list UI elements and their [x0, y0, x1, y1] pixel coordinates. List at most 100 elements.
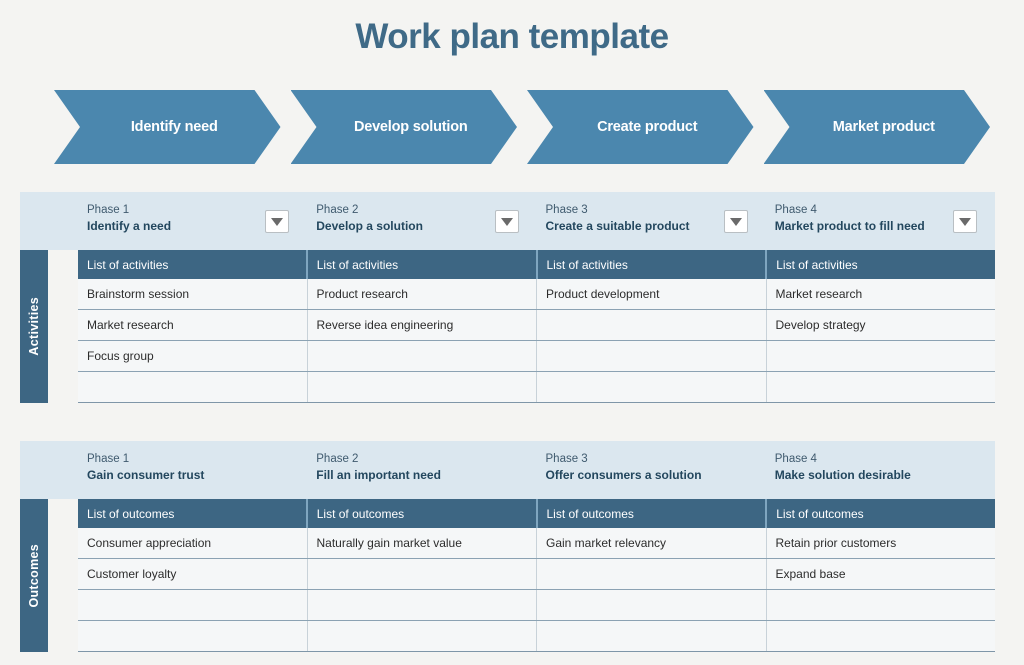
chevron-down-icon[interactable] — [723, 210, 748, 233]
activities-side-label: Activities — [20, 250, 48, 403]
phase-name: Identify a need — [87, 219, 172, 233]
table-cell[interactable]: Focus group — [78, 341, 308, 371]
table-row[interactable]: Market research Reverse idea engineering… — [78, 310, 995, 341]
phase-number: Phase 1 — [87, 453, 130, 465]
table-row[interactable] — [78, 621, 995, 652]
table-cell[interactable]: Customer loyalty — [78, 559, 308, 589]
phase-cell-3: Phase 3 Offer consumers a solution — [537, 441, 766, 499]
phase-name: Gain consumer trust — [87, 468, 205, 482]
outcomes-side-label: Outcomes — [20, 499, 48, 652]
chevron-down-icon[interactable] — [265, 210, 290, 233]
table-cell[interactable] — [78, 590, 308, 620]
table-cell[interactable]: Gain market relevancy — [537, 528, 767, 558]
process-step-label: Develop solution — [353, 119, 468, 135]
phase-cell-2: Phase 2 Develop a solution — [307, 192, 536, 250]
process-step-label: Identify need — [130, 119, 218, 135]
phase-cell-4: Phase 4 Market product to fill need — [766, 192, 995, 250]
phase-name: Make solution desirable — [774, 468, 911, 482]
table-cell[interactable]: Naturally gain market value — [308, 528, 537, 558]
phase-number: Phase 3 — [545, 453, 588, 465]
table-cell[interactable]: Expand base — [775, 567, 846, 581]
table-row[interactable]: Consumer appreciation Naturally gain mar… — [78, 528, 995, 559]
table-cell[interactable] — [308, 621, 537, 651]
table-row[interactable]: Brainstorm session Product research Prod… — [78, 279, 995, 310]
chevron-down-icon[interactable] — [494, 210, 519, 233]
table-cell[interactable] — [537, 590, 767, 620]
column-header: List of outcomes — [538, 499, 768, 528]
table-cell[interactable] — [537, 310, 767, 340]
phase-number: Phase 4 — [774, 453, 817, 465]
table-cell[interactable] — [767, 372, 996, 402]
process-step-1[interactable]: Identify need — [54, 90, 281, 164]
outcomes-phase-header: Phase 1 Gain consumer trust Phase 2 Fill… — [20, 441, 995, 499]
table-row[interactable] — [78, 590, 995, 621]
table-cell[interactable] — [308, 372, 537, 402]
table-cell[interactable] — [537, 372, 767, 402]
column-header: List of activities — [78, 250, 308, 279]
table-cell[interactable] — [537, 559, 767, 589]
table-cell[interactable] — [767, 590, 996, 620]
phase-name: Market product to fill need — [774, 219, 925, 233]
side-label-text: Activities — [27, 297, 41, 356]
table-cell[interactable]: Consumer appreciation — [78, 528, 308, 558]
table-cell[interactable]: Market research — [78, 310, 308, 340]
outcomes-grid: List of outcomes List of outcomes List o… — [78, 499, 995, 652]
phase-number: Phase 2 — [316, 204, 359, 216]
phase-name: Develop a solution — [316, 219, 423, 233]
table-cell[interactable]: Reverse idea engineering — [308, 310, 537, 340]
phase-cell-1: Phase 1 Gain consumer trust — [78, 441, 307, 499]
outcomes-panel: Phase 1 Gain consumer trust Phase 2 Fill… — [20, 441, 995, 652]
activities-phase-header: Phase 1 Identify a need Phase 2 Develop … — [20, 192, 995, 250]
phase-number: Phase 2 — [316, 453, 359, 465]
column-header: List of activities — [308, 250, 538, 279]
table-cell[interactable] — [767, 341, 996, 371]
table-cell[interactable] — [78, 372, 308, 402]
activities-grid: List of activities List of activities Li… — [78, 250, 995, 403]
outcomes-gutter — [48, 499, 78, 652]
phase-name: Offer consumers a solution — [545, 468, 702, 482]
table-cell[interactable] — [537, 621, 767, 651]
table-cell[interactable]: Product research — [308, 279, 537, 309]
outcomes-column-headers: List of outcomes List of outcomes List o… — [78, 499, 995, 528]
table-cell[interactable]: Retain prior customers — [775, 536, 897, 550]
table-cell[interactable] — [78, 621, 308, 651]
table-cell[interactable] — [767, 621, 996, 651]
phase-name: Fill an important need — [316, 468, 441, 482]
process-step-label: Create product — [597, 119, 698, 135]
process-flow: Identify need Develop solution Create pr… — [54, 90, 990, 164]
column-header: List of activities — [776, 257, 858, 272]
page-title: Work plan template — [355, 17, 669, 56]
table-cell[interactable] — [308, 590, 537, 620]
table-cell[interactable]: Market research — [775, 287, 863, 301]
side-label-text: Outcomes — [27, 543, 41, 608]
phase-cell-4: Phase 4 Make solution desirable — [766, 441, 995, 499]
table-cell[interactable]: Product development — [537, 279, 767, 309]
process-step-3[interactable]: Create product — [527, 90, 754, 164]
table-row[interactable]: Focus group — [78, 341, 995, 372]
phase-cell-2: Phase 2 Fill an important need — [307, 441, 536, 499]
table-row[interactable] — [78, 372, 995, 403]
chevron-down-icon[interactable] — [953, 210, 977, 233]
column-header: List of activities — [538, 250, 768, 279]
table-cell[interactable] — [537, 341, 767, 371]
phase-number: Phase 3 — [545, 204, 588, 216]
column-header: List of outcomes — [308, 499, 538, 528]
phase-cell-3: Phase 3 Create a suitable product — [537, 192, 766, 250]
phase-number: Phase 4 — [774, 204, 817, 216]
table-row[interactable]: Customer loyalty Expand base — [78, 559, 995, 590]
process-step-label: Market product — [832, 119, 935, 135]
table-cell[interactable]: Develop strategy — [775, 318, 866, 332]
activities-column-headers: List of activities List of activities Li… — [78, 250, 995, 279]
column-header: List of outcomes — [776, 506, 864, 521]
phase-name: Create a suitable product — [545, 219, 690, 233]
activities-gutter — [48, 250, 78, 403]
column-header: List of outcomes — [78, 499, 308, 528]
activities-panel: Phase 1 Identify a need Phase 2 Develop … — [20, 192, 995, 403]
table-cell[interactable] — [308, 559, 537, 589]
phase-number: Phase 1 — [87, 204, 130, 216]
process-step-2[interactable]: Develop solution — [291, 90, 518, 164]
process-step-4[interactable]: Market product — [764, 90, 991, 164]
table-cell[interactable]: Brainstorm session — [78, 279, 308, 309]
phase-cell-1: Phase 1 Identify a need — [78, 192, 307, 250]
table-cell[interactable] — [308, 341, 537, 371]
